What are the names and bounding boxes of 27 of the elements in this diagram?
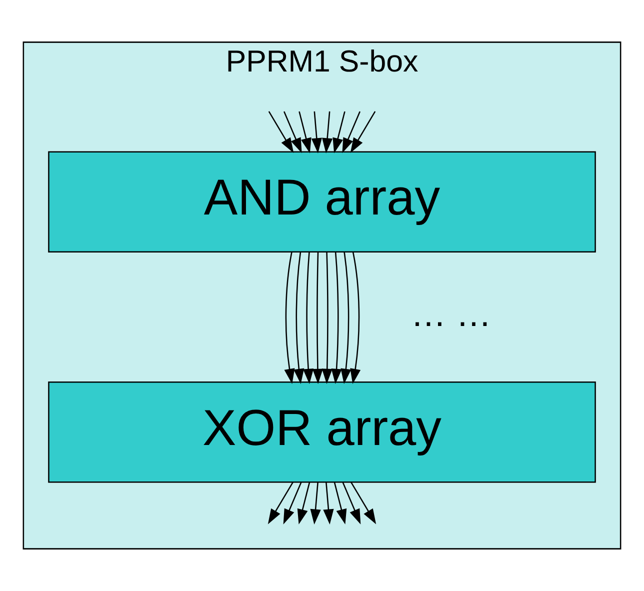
arrow	[311, 111, 322, 154]
arrow	[303, 252, 314, 384]
arrow	[268, 111, 294, 154]
label: … …	[410, 294, 492, 334]
arrow	[332, 111, 346, 154]
arrow	[281, 111, 302, 154]
arrow	[331, 252, 342, 384]
arrow	[323, 482, 334, 524]
arrow	[350, 482, 376, 524]
arrow	[334, 482, 347, 524]
arrow	[310, 482, 321, 524]
arrow	[340, 252, 352, 384]
arrow	[342, 482, 361, 524]
arrow	[322, 111, 333, 154]
arrow	[312, 252, 324, 384]
arrow	[268, 482, 294, 524]
arrow	[294, 252, 304, 384]
arrow	[350, 111, 376, 154]
arrow	[342, 111, 363, 154]
arrow	[298, 111, 312, 154]
node-box: XOR array	[48, 382, 596, 483]
arrow	[284, 252, 295, 384]
arrow	[322, 252, 332, 384]
node-box: AND array	[48, 151, 596, 252]
arrow	[283, 482, 302, 524]
arrow	[350, 252, 361, 384]
arrow	[297, 482, 310, 524]
